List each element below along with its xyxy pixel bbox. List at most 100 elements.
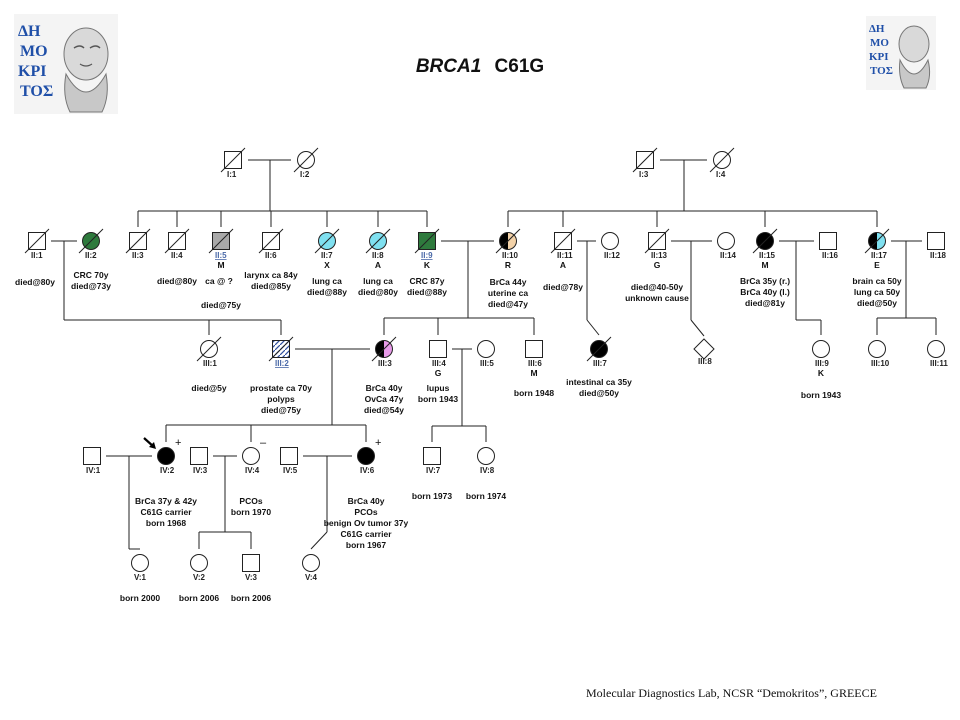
deceased-slash [258,228,284,254]
deceased-slash [632,147,658,173]
individual-III-7 [586,336,612,362]
annotation-line: lung ca 50y [854,287,901,297]
individual-initial: R [505,260,511,270]
individual-id: II:15 [759,251,776,260]
individual-id: III:3 [378,359,392,368]
annotation-line: benign Ov tumor 37y [324,518,409,528]
annotation-line: CRC 87y [410,276,445,286]
individual-II-12 [601,232,619,250]
individual-id: II:4 [171,251,183,260]
individual-II-7 [314,228,340,254]
annotation-line: uterine ca [488,288,528,298]
male-symbol [525,340,543,358]
deceased-slash [495,228,521,254]
annotation-line: died@50y [857,298,897,308]
deceased-slash [414,228,440,254]
individual-II-8 [365,228,391,254]
gene-name: BRCA1 [415,56,482,77]
individual-id: IV:7 [426,466,441,475]
annotation-line: BrCa 40y [366,383,403,393]
annotation-line: unknown cause [625,293,689,303]
democritus-logo-left: ΔΗ ΜΟ ΚΡΙ ΤΟΣ [14,14,118,114]
individual-II-5 [208,228,234,254]
individual-id: III:10 [871,359,890,368]
annotation-line: died@85y [251,281,291,291]
variant-name: C61G [494,56,545,77]
individual-id: IV:8 [480,466,495,475]
individual-id: II:10 [502,251,519,260]
individual-id: III:4 [432,359,446,368]
individual-III-1 [196,336,222,362]
lab-credit: Molecular Diagnostics Lab, NCSR “Demokri… [586,686,877,700]
annotation-line: lung ca [363,276,393,286]
carrier-marker: + [375,437,381,449]
annotation-line: died@88y [307,287,347,297]
annotation-line: intestinal ca 35y [566,377,632,387]
individual-I-4 [709,147,735,173]
individual-initial: A [560,260,566,270]
individual-I-2 [293,147,319,173]
annotation-line: born 2006 [231,593,271,603]
annotation-line: died@40-50y [631,282,684,292]
individual-III-4 [429,340,447,358]
annotation-line: died@88y [407,287,447,297]
male-symbol [83,447,101,465]
individual-id: III:6 [528,359,542,368]
individual-initial: E [874,260,880,270]
individual-III-6 [525,340,543,358]
individual-id: II:16 [822,251,839,260]
annotation-line: OvCa 47y [365,394,404,404]
deceased-slash [644,228,670,254]
female-symbol [601,232,619,250]
descent-line [586,319,600,336]
female-half-left [868,232,877,250]
svg-text:ΤΟΣ: ΤΟΣ [870,65,893,77]
annotation-line: died@81y [745,298,785,308]
svg-text:ΔΗ: ΔΗ [18,23,41,40]
individual-id: II:7 [321,251,333,260]
annotation-line: born 2000 [120,593,160,603]
individual-II-2 [78,228,104,254]
individual-initial: G [654,260,661,270]
deceased-slash [314,228,340,254]
individual-id: III:9 [815,359,829,368]
individual-IV-8 [477,447,495,465]
annotation-line: lung ca [312,276,342,286]
svg-text:ΜΟ: ΜΟ [20,43,48,60]
annotation-line: died@80y [358,287,398,297]
individual-id: III:8 [698,357,712,366]
female-symbol [131,554,149,572]
male-symbol [927,232,945,250]
individual-IV-6: + [357,437,381,465]
individual-II-4 [164,228,190,254]
female-symbol [242,447,260,465]
unknown-sex-symbol [693,338,715,360]
annotation-line: born 2006 [179,593,219,603]
svg-text:ΚΡΙ: ΚΡΙ [18,63,46,80]
female-symbol [375,340,393,358]
individual-initial: M [761,260,768,270]
individual-id: III:7 [593,359,607,368]
individual-IV-2: + [143,437,181,465]
individual-id: I:4 [716,170,726,179]
individual-IV-5 [280,447,298,465]
individual-III-10 [868,340,886,358]
annotation-line: BrCa 44y [490,277,527,287]
carrier-marker: + [175,437,181,449]
annotation-line: BrCa 40y [348,496,385,506]
deceased-slash [125,228,151,254]
individual-III-5 [477,340,495,358]
deceased-slash [550,228,576,254]
female-half-right [508,232,517,250]
carrier-marker: – [260,437,267,449]
male-symbol [819,232,837,250]
annotation-line: died@47y [488,299,528,309]
individual-id: II:8 [372,251,384,260]
individual-II-15 [752,228,778,254]
annotation-line: PCOs [239,496,262,506]
individual-initial: K [424,260,431,270]
individual-id: I:1 [227,170,237,179]
annotation-line: C61G carrier [140,507,192,517]
